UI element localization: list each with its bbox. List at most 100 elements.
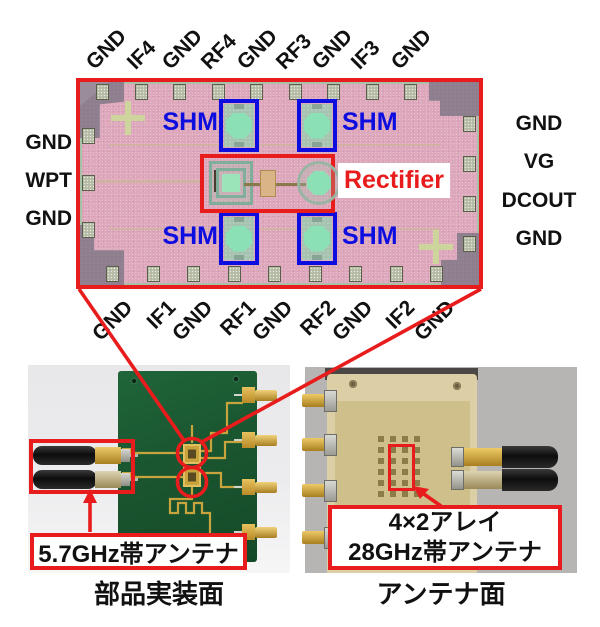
shm-label: SHM bbox=[162, 108, 218, 136]
patch bbox=[402, 491, 408, 497]
pad bbox=[404, 84, 417, 100]
patch bbox=[414, 458, 420, 464]
pad bbox=[463, 156, 476, 172]
shm-core bbox=[224, 217, 254, 260]
shm-block-outline bbox=[297, 212, 337, 265]
patch bbox=[390, 447, 396, 453]
annotation-array-line2: 28GHz帯アンテナ bbox=[348, 538, 542, 566]
shm-label: SHM bbox=[342, 222, 398, 250]
patch bbox=[390, 480, 396, 486]
caption-antenna-side: アンテナ面 bbox=[376, 579, 506, 609]
pad bbox=[106, 266, 119, 282]
chip-pads-right bbox=[463, 116, 477, 252]
chip-on-board bbox=[183, 467, 201, 487]
patch bbox=[390, 469, 396, 475]
chip-micrograph: SHM SHM SHM SHM Rectifier bbox=[76, 78, 483, 289]
shm-block-outline bbox=[219, 99, 259, 152]
pad-label-top: RF3 bbox=[271, 29, 317, 74]
rectifier-mark bbox=[214, 170, 216, 192]
pad-label-left: GND bbox=[25, 131, 72, 154]
pad-label-left: GND bbox=[25, 207, 72, 230]
pad bbox=[430, 266, 443, 282]
pad bbox=[365, 84, 379, 100]
pad bbox=[134, 84, 148, 100]
shm-label: SHM bbox=[162, 222, 218, 250]
patch bbox=[402, 469, 408, 475]
patch bbox=[414, 447, 420, 453]
patch bbox=[378, 458, 384, 464]
pad-label-top: GND bbox=[386, 24, 437, 75]
patch bbox=[402, 458, 408, 464]
pad bbox=[146, 266, 160, 282]
shm-label: SHM bbox=[342, 108, 398, 136]
patch bbox=[378, 491, 384, 497]
pad bbox=[82, 222, 95, 238]
chip-trace bbox=[110, 228, 440, 230]
chip-pads-left bbox=[82, 128, 96, 238]
pad bbox=[308, 266, 322, 282]
pad bbox=[268, 266, 281, 282]
annotation-5ghz-text: 5.7GHz帯アンテナ bbox=[38, 541, 239, 568]
shm-block-outline bbox=[297, 99, 337, 152]
antenna-5ghz bbox=[33, 445, 138, 466]
antenna-5ghz bbox=[33, 469, 138, 490]
shm-core bbox=[302, 217, 332, 260]
annotation-array-line1: 4×2アレイ bbox=[388, 508, 502, 536]
pad bbox=[463, 196, 476, 212]
pad bbox=[250, 84, 263, 100]
chip-trace bbox=[96, 180, 202, 183]
antenna-5ghz bbox=[451, 469, 561, 491]
annotation-box-28ghz-array: 4×2アレイ 28GHz帯アンテナ bbox=[328, 505, 562, 570]
pad-label-left: WPT bbox=[25, 169, 72, 192]
chip-pads-top bbox=[96, 84, 417, 101]
patch bbox=[414, 491, 420, 497]
annotation-box-5ghz-antenna: 5.7GHz帯アンテナ bbox=[30, 533, 247, 570]
pad-label-top: RF4 bbox=[196, 29, 242, 74]
rectifier-capacitor bbox=[260, 170, 276, 197]
pad bbox=[187, 266, 200, 282]
pad-label-right: GND bbox=[515, 112, 563, 135]
chip-trace bbox=[110, 144, 440, 146]
patch bbox=[390, 436, 396, 442]
pad bbox=[82, 175, 95, 191]
shm-block-outline bbox=[219, 212, 259, 265]
antenna-5ghz bbox=[451, 446, 561, 468]
rectifier-inductor bbox=[209, 161, 253, 205]
patch bbox=[390, 458, 396, 464]
mounting-hole bbox=[349, 380, 357, 388]
patch bbox=[390, 491, 396, 497]
pad bbox=[96, 84, 109, 100]
patch bbox=[378, 447, 384, 453]
patch bbox=[414, 469, 420, 475]
patch bbox=[378, 480, 384, 486]
patch bbox=[414, 436, 420, 442]
pad bbox=[227, 266, 241, 282]
pad-label-top: GND bbox=[157, 24, 208, 75]
pad bbox=[463, 236, 476, 252]
die-corner bbox=[429, 82, 479, 116]
shm-core bbox=[224, 104, 254, 147]
mounting-hole bbox=[453, 382, 461, 390]
pad bbox=[327, 84, 340, 100]
pad bbox=[288, 84, 302, 100]
caption-component-side: 部品実装面 bbox=[93, 579, 224, 609]
pad bbox=[82, 128, 95, 144]
patch bbox=[402, 447, 408, 453]
antenna-highlight-box bbox=[29, 439, 135, 494]
array-highlight-box bbox=[388, 444, 415, 491]
pad bbox=[211, 84, 225, 100]
pad-label-right: VG bbox=[523, 150, 555, 173]
patch bbox=[378, 436, 384, 442]
pad bbox=[463, 116, 476, 132]
alignment-cross bbox=[111, 101, 145, 135]
pad-label-right: GND bbox=[515, 227, 563, 250]
rectifier-block-outline bbox=[200, 154, 341, 213]
pad-label-top: GND bbox=[232, 24, 283, 75]
shm-core bbox=[302, 104, 332, 147]
patch bbox=[414, 480, 420, 486]
pad-label-top: GND bbox=[307, 24, 358, 75]
pad bbox=[349, 266, 362, 282]
chip-pads-bottom bbox=[106, 266, 443, 283]
patch bbox=[402, 436, 408, 442]
chip-on-board bbox=[183, 444, 201, 464]
